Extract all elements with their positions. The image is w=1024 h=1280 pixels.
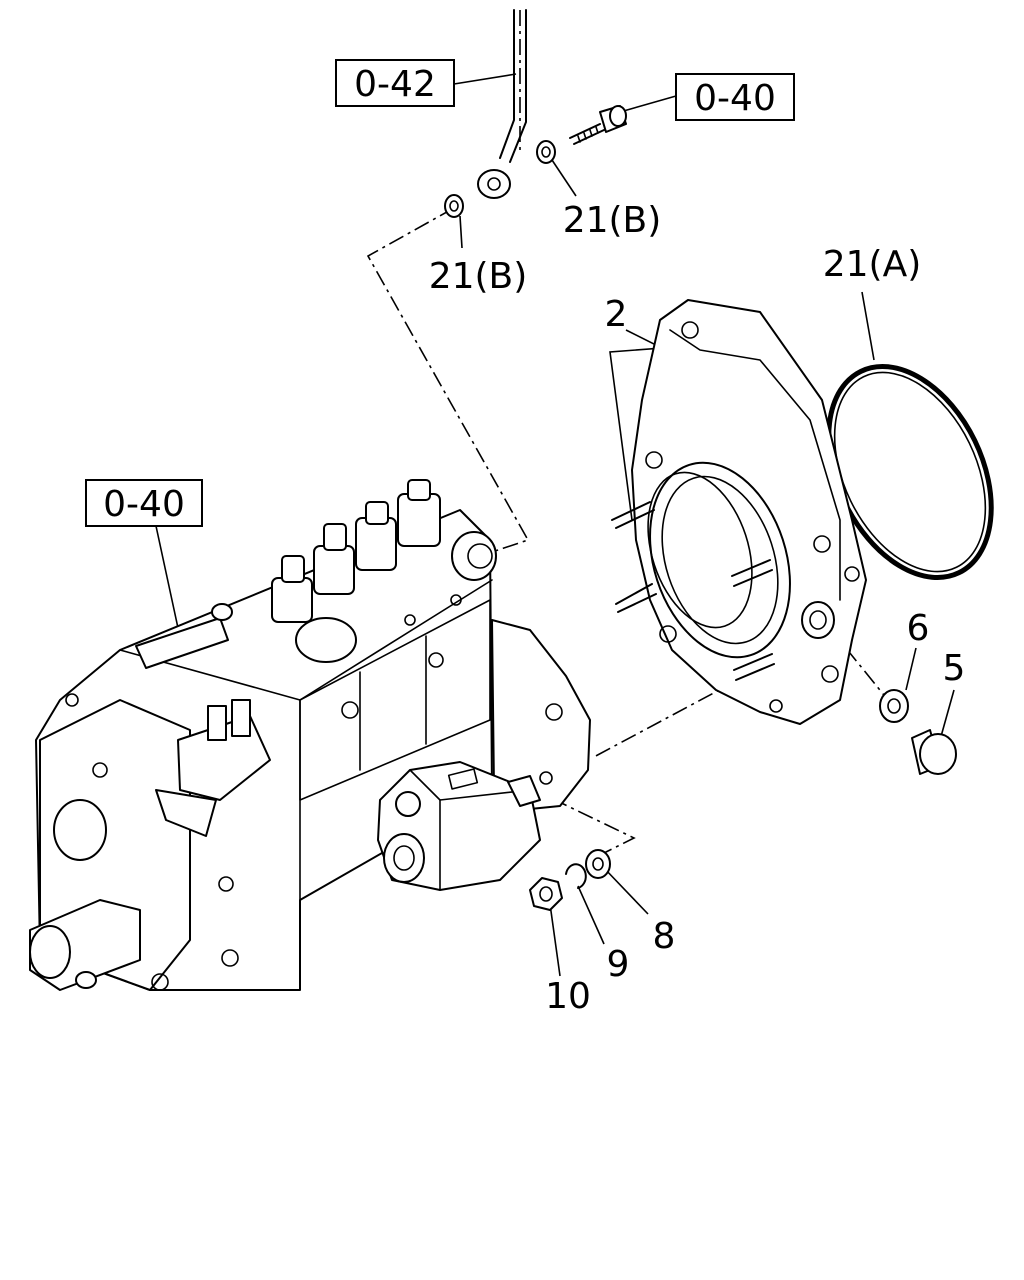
- reference-box-0-40-pump[interactable]: 0-40: [85, 479, 203, 527]
- callout-21b-right: 21(B): [563, 200, 662, 241]
- washer-21b-left[interactable]: [444, 194, 464, 218]
- reference-box-0-40-top[interactable]: 0-40: [675, 73, 795, 121]
- injection-pump[interactable]: [29, 479, 497, 991]
- nut-10[interactable]: [529, 877, 563, 911]
- eye-bolt[interactable]: [569, 105, 627, 145]
- feed-pump[interactable]: [377, 761, 541, 891]
- reference-box-0-42[interactable]: 0-42: [335, 59, 455, 107]
- svg-text:0-40: 0-40: [694, 78, 776, 119]
- svg-text:0-40: 0-40: [103, 484, 185, 525]
- callout-21a: 21(A): [823, 244, 922, 285]
- washer-6[interactable]: [879, 689, 909, 723]
- washer-8[interactable]: [585, 849, 611, 879]
- delivery-valves: [271, 479, 441, 623]
- svg-text:0-42: 0-42: [354, 64, 436, 105]
- callout-10: 10: [545, 976, 591, 1017]
- callout-21b-left: 21(B): [429, 256, 528, 297]
- lock-washer-9[interactable]: [565, 863, 587, 889]
- callout-5: 5: [943, 648, 966, 689]
- washer-21b-right[interactable]: [536, 140, 556, 164]
- drive-housing[interactable]: [611, 299, 867, 725]
- callout-6: 6: [907, 608, 930, 649]
- callout-8: 8: [653, 916, 676, 957]
- callout-2: 2: [605, 294, 628, 335]
- plug-5[interactable]: [911, 729, 957, 775]
- oil-pipe[interactable]: [477, 9, 527, 199]
- callout-9: 9: [607, 944, 630, 985]
